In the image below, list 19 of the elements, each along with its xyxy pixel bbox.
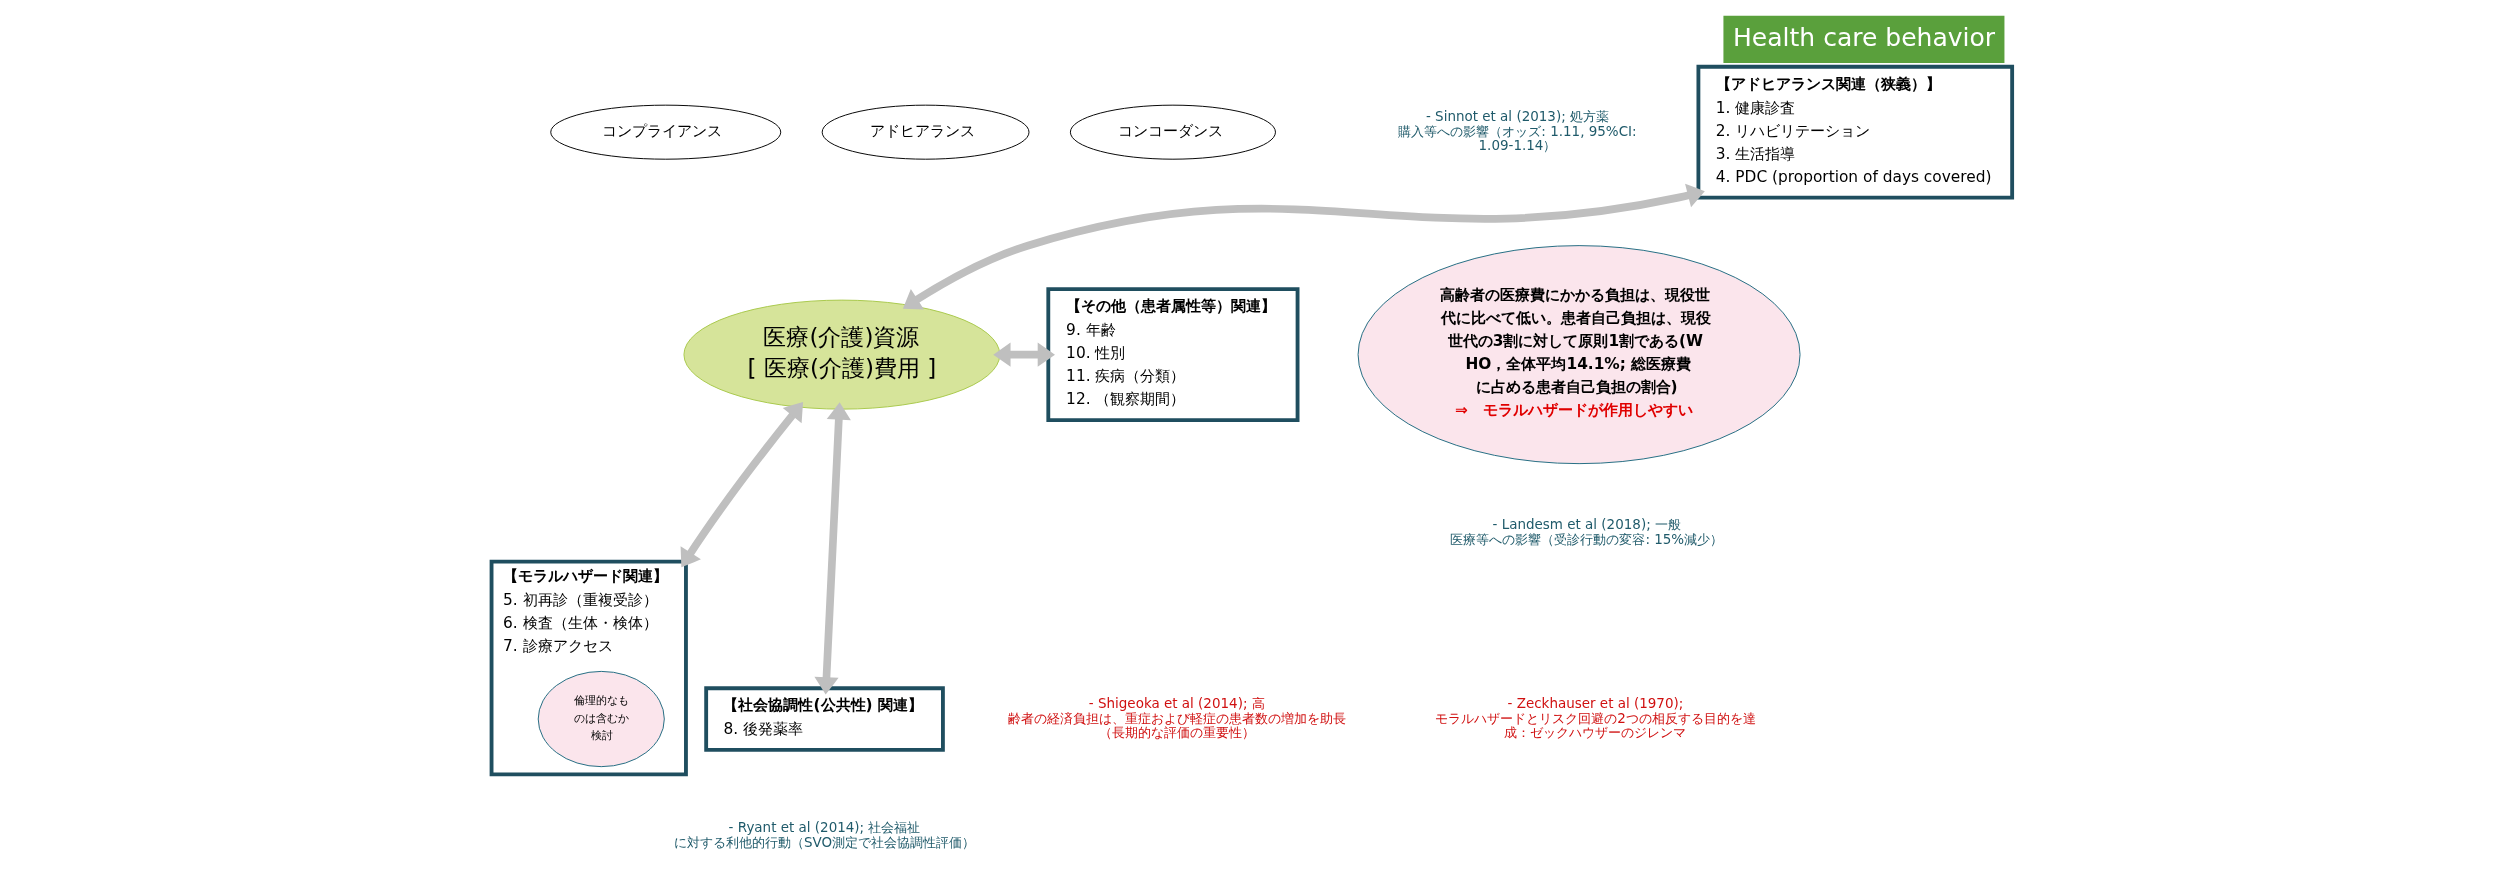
- node-box: 【アドヒアランス関連（狭義）】 1. 健康診査 2. リハビリテーション 3. 生活指導 4. PDC (proportion of days covered): [1696, 64, 2015, 200]
- node-ellipse: コンプライアンス: [550, 104, 782, 160]
- node-box: 【その他（患者属性等）関連】 9. 年齢 10. 性別 11. 疾病（分類） 12. （観察期間）: [1046, 287, 1300, 422]
- label: - Zeckhauser et al (1970); モラルハザードとリスク回避の2つの相反する目的を達成：ゼックハウザーのジレンマ: [1435, 695, 1756, 741]
- arrow: [680, 402, 804, 568]
- label: - Shigeoka et al (2014); 高齢者の経済負担は、重症および軽症の患者数の増加を助長（長期的な評価の重要性）: [1007, 695, 1346, 741]
- node-ellipse: 医療(介護)資源 [ 医療(介護)費用 ]: [683, 299, 1001, 410]
- node-ellipse: 倫理的なものは含むか検討: [537, 670, 665, 768]
- node-ellipse: コンコーダンス: [1069, 104, 1276, 160]
- arrow: [814, 402, 851, 695]
- node-box: 【社会協調性(公共性) 関連】 8. 後発薬率: [704, 686, 945, 752]
- arrow: [993, 342, 1055, 367]
- node-ellipse: アドヒアランス: [821, 104, 1030, 160]
- label: - Sinnot et al (2013); 処方薬購入等への影響（オッズ: 1.11, 95%CI: 1.09-1.14）: [1398, 108, 1637, 154]
- arrow: [902, 183, 1705, 310]
- label: - Ryant et al (2014); 社会福祉に対する利他的行動（SVO測定で社会協調性評価）: [673, 819, 976, 850]
- label: - Landesm et al (2018); 一般医療等への影響（受診行動の変容: 15%減少）: [1450, 516, 1724, 547]
- diagram-title: Health care behavior: [1733, 22, 1996, 52]
- node-ellipse: 高齢者の医療費にかかる負担は、現役世代に比べて低い。患者自己負担は、現役世代の3割に対して原則1割である(WHO，全体平均14.1%; 総医療費に占める患者自己負担の割合) ⇒ モラルハザードが作用しやすい: [1357, 245, 1801, 465]
